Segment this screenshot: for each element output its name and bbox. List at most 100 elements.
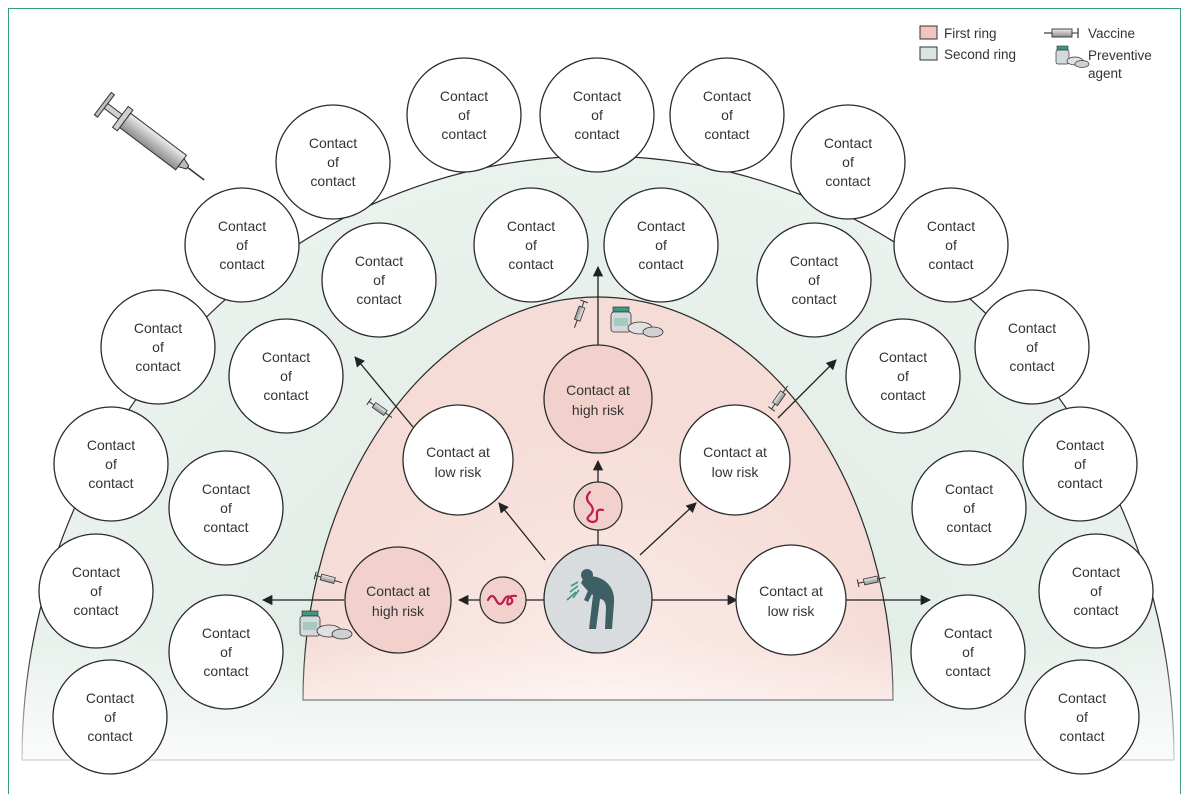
contact-of-contact-label: Contact	[637, 218, 685, 234]
index-case	[543, 544, 653, 654]
contact-of-contact-label: Contact	[218, 218, 266, 234]
preventive-agent-icon	[1055, 45, 1090, 68]
contact-of-contact-label: of	[1026, 339, 1038, 355]
figure-frame	[8, 8, 1181, 794]
svg-text:Contact at: Contact at	[566, 382, 630, 398]
contact-of-contact: Contact of contact	[228, 318, 344, 434]
contact-of-contact-label: contact	[946, 519, 991, 535]
contact-high-risk-top: Contact at high risk	[543, 344, 653, 454]
contact-of-contact-label: Contact	[945, 481, 993, 497]
contact-of-contact-label: of	[373, 272, 385, 288]
contact-of-contact-label: of	[1076, 709, 1088, 725]
contact-of-contact-label: Contact	[1072, 564, 1120, 580]
transmission-arrow	[354, 356, 414, 428]
contact-of-contact-label: contact	[1057, 475, 1102, 491]
contact-of-contact-label: contact	[508, 256, 553, 272]
vaccine-icon	[313, 571, 343, 585]
transmission-arrow	[777, 359, 837, 419]
contact-of-contact-label: of	[220, 500, 232, 516]
preventive-agent-icon	[299, 610, 353, 640]
contact-of-contact-label: Contact	[262, 349, 310, 365]
contact-of-contact-label: Contact	[1008, 320, 1056, 336]
svg-text:low risk: low risk	[712, 464, 760, 480]
contact-of-contact-label: contact	[704, 126, 749, 142]
svg-text:First ring: First ring	[944, 26, 997, 41]
vaccine-icon	[856, 575, 886, 588]
contact-of-contact-label: of	[945, 237, 957, 253]
contact-of-contact-label: contact	[638, 256, 683, 272]
contact-of-contact-label: of	[963, 500, 975, 516]
contact-of-contact-label: contact	[88, 475, 133, 491]
contact-of-contact: Contact of contact	[845, 318, 961, 434]
svg-text:Preventive: Preventive	[1088, 48, 1152, 63]
legend-second-ring: Second ring	[919, 46, 1016, 62]
contact-of-contact-label: Contact	[1058, 690, 1106, 706]
sneeze-droplets-icon	[566, 581, 580, 601]
contact-of-contact-label: contact	[574, 126, 619, 142]
svg-text:Contact at: Contact at	[759, 583, 823, 599]
contact-low-risk-right: Contact at low risk	[735, 544, 847, 656]
contact-of-contact-label: Contact	[944, 625, 992, 641]
contact-of-contact: Contact of contact	[911, 450, 1027, 566]
contact-of-contact-label: of	[897, 368, 909, 384]
svg-text:low risk: low risk	[768, 603, 816, 619]
pathogen-icon	[573, 481, 623, 531]
contact-of-contact-label: Contact	[202, 625, 250, 641]
vaccine-icon	[573, 299, 588, 328]
contact-of-contact-label: of	[962, 644, 974, 660]
svg-text:agent: agent	[1088, 66, 1122, 81]
contact-of-contact-label: Contact	[507, 218, 555, 234]
sick-person-icon	[581, 569, 615, 629]
contact-of-contact-label: Contact	[790, 253, 838, 269]
contact-of-contact-label: Contact	[72, 564, 120, 580]
contact-of-contact-label: of	[280, 368, 292, 384]
contact-of-contact-label: Contact	[879, 349, 927, 365]
contact-of-contact-label: of	[591, 107, 603, 123]
contact-of-contact-label: of	[236, 237, 248, 253]
contact-of-contact-label: of	[808, 272, 820, 288]
contact-low-risk-upper-left: Contact at low risk	[402, 404, 514, 516]
contact-of-contact-label: contact	[135, 358, 180, 374]
legend: First ring Second ring Vaccine Preventiv…	[919, 25, 1152, 81]
contact-of-contact-label: of	[105, 456, 117, 472]
contact-of-contact: Contact of contact	[669, 57, 785, 173]
svg-text:Contact at: Contact at	[366, 583, 430, 599]
contact-of-contact-label: Contact	[87, 437, 135, 453]
contact-of-contact-label: of	[152, 339, 164, 355]
contact-of-contact-label: contact	[310, 173, 355, 189]
pathogen-icon	[479, 576, 527, 624]
contact-of-contact-label: Contact	[440, 88, 488, 104]
contact-of-contact-label: Contact	[355, 253, 403, 269]
contact-of-contact-label: contact	[219, 256, 264, 272]
svg-text:Vaccine: Vaccine	[1088, 26, 1135, 41]
contact-of-contact-label: Contact	[703, 88, 751, 104]
contact-of-contact-label: contact	[1073, 602, 1118, 618]
preventive-agent-icon	[610, 306, 664, 338]
contact-of-contact-label: Contact	[927, 218, 975, 234]
contact-low-risk-upper-right: Contact at low risk	[679, 404, 791, 516]
contact-of-contact-label: Contact	[1056, 437, 1104, 453]
contact-of-contact-label: Contact	[86, 690, 134, 706]
contact-of-contact-label: of	[721, 107, 733, 123]
contact-of-contact-label: Contact	[309, 135, 357, 151]
contact-of-contact-label: contact	[203, 663, 248, 679]
svg-text:Contact at: Contact at	[703, 444, 767, 460]
vaccine-icon	[366, 397, 393, 419]
contact-of-contact-label: contact	[880, 387, 925, 403]
contact-of-contact-label: contact	[263, 387, 308, 403]
svg-text:Second ring: Second ring	[944, 47, 1016, 62]
